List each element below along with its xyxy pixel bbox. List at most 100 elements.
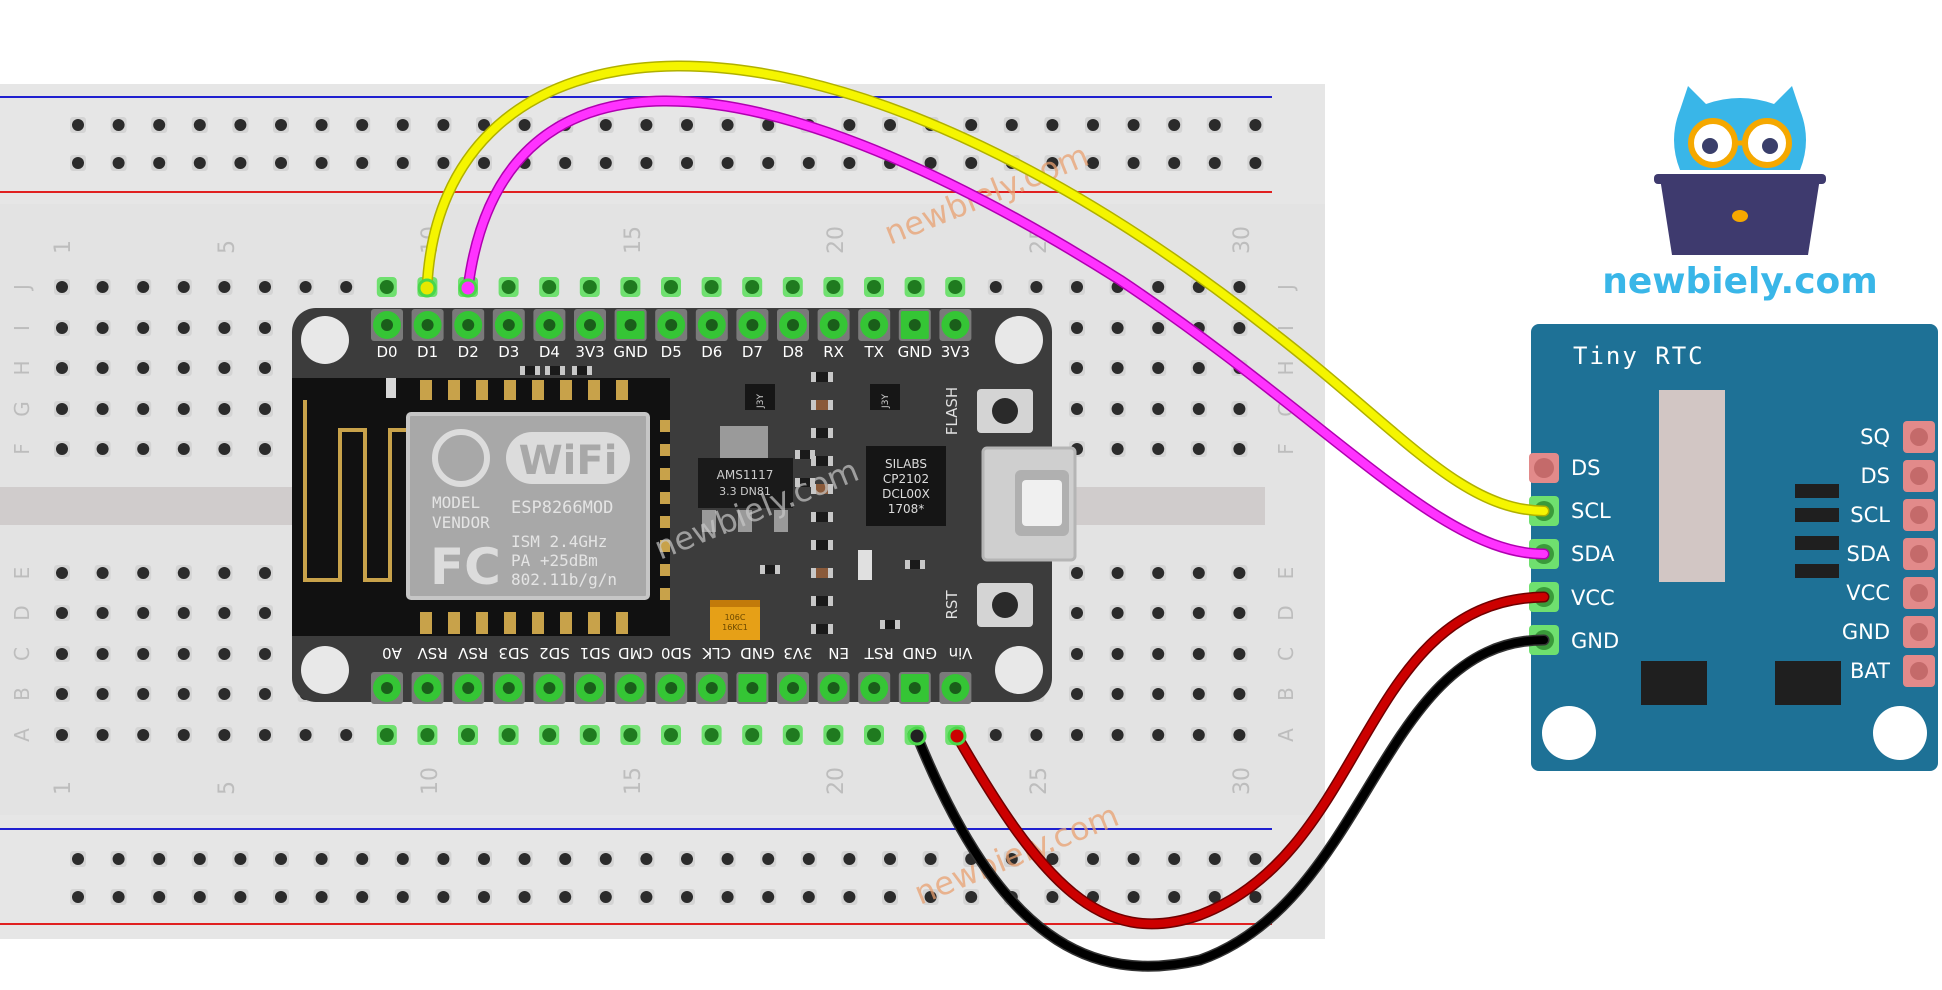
rtc-right-label-GND: GND xyxy=(1842,620,1890,644)
breadboard-hole xyxy=(216,441,233,457)
breadboard-hole xyxy=(1231,727,1248,743)
rtc-chip-2 xyxy=(1775,661,1841,705)
header-pin xyxy=(736,309,769,341)
module-pad xyxy=(588,612,600,634)
rail-hole xyxy=(1003,117,1020,133)
rail-hole xyxy=(191,889,208,905)
rtc-right-label-BAT: BAT xyxy=(1850,659,1890,683)
breadboard-hole xyxy=(54,646,70,662)
breadboard-hole xyxy=(1150,279,1167,295)
rail-hole xyxy=(963,117,980,133)
connected-hole xyxy=(904,277,925,297)
top-pin-label: D1 xyxy=(417,343,438,361)
smd-resistor xyxy=(811,624,833,634)
rail-hole xyxy=(394,155,411,171)
rail-hole xyxy=(638,155,655,171)
rail-hole xyxy=(760,889,777,905)
rail-hole xyxy=(963,889,980,905)
rtc-right-pin xyxy=(1903,616,1935,648)
rail-hole xyxy=(1206,117,1223,133)
header-pin xyxy=(817,309,850,341)
breadboard-hole xyxy=(94,686,111,702)
breadboard-hole xyxy=(135,320,152,336)
breadboard-hole xyxy=(54,565,70,581)
bottom-pin-label: SD0 xyxy=(661,644,692,662)
breadboard-hole xyxy=(135,441,152,457)
rtc-left-label-GND: GND xyxy=(1571,629,1619,653)
capacitor-line-2: 16KC1 xyxy=(722,623,748,632)
rail-hole xyxy=(638,851,655,867)
rail-hole xyxy=(719,117,736,133)
module-pad xyxy=(660,468,670,480)
rtc-left-pin xyxy=(1529,453,1559,483)
regulator-line-1: AMS1117 xyxy=(717,468,774,482)
capacitor-line-1: 106C xyxy=(725,613,746,622)
connected-hole xyxy=(539,725,560,745)
breadboard-hole xyxy=(987,279,1004,295)
regulator-tab xyxy=(720,426,768,458)
mount-hole-bottom-left xyxy=(301,646,349,694)
breadboard-hole xyxy=(175,279,192,295)
rail-hole xyxy=(191,851,208,867)
breadboard-hole xyxy=(257,565,273,581)
breadboard-hole xyxy=(257,360,273,376)
top-pin-label: RX xyxy=(823,343,844,361)
bottom-pin-header xyxy=(371,672,972,704)
breadboard-hole xyxy=(1109,441,1126,457)
header-pin xyxy=(411,672,444,704)
rail-hole xyxy=(800,851,817,867)
col-num-bottom-5: 5 xyxy=(215,781,240,795)
vcc-wire-end xyxy=(947,726,967,746)
breadboard-hole xyxy=(135,401,152,417)
module-pad xyxy=(616,380,628,400)
usb-chip-line-2: CP2102 xyxy=(883,472,929,486)
smd-component xyxy=(572,366,592,375)
bottom-pin-label: SD1 xyxy=(580,644,611,662)
rail-hole xyxy=(273,889,289,905)
row-letter-right-H: H xyxy=(1274,360,1298,375)
rail-hole xyxy=(597,117,614,133)
breadboard-hole xyxy=(1150,686,1167,702)
flash-label: FLASH xyxy=(943,387,961,435)
header-pin xyxy=(817,672,850,704)
breadboard-hole xyxy=(216,401,233,417)
connected-hole xyxy=(945,277,966,297)
breadboard-hole xyxy=(1069,605,1085,621)
connected-hole xyxy=(701,725,722,745)
col-num-bottom-10: 10 xyxy=(418,767,443,795)
top-pin-label: D2 xyxy=(458,343,479,361)
header-pin xyxy=(452,672,485,704)
top-pin-header xyxy=(371,309,972,341)
connected-hole xyxy=(742,725,763,745)
module-pad xyxy=(660,588,670,600)
rail-hole xyxy=(394,851,411,867)
connected-hole xyxy=(782,277,803,297)
smd-resistor xyxy=(811,456,833,466)
module-pad xyxy=(420,380,432,400)
smd-components xyxy=(520,366,925,634)
rail-hole xyxy=(1044,889,1061,905)
breadboard-hole xyxy=(54,279,70,295)
rail-hole xyxy=(354,155,371,171)
breadboard-hole xyxy=(94,279,111,295)
connected-hole xyxy=(620,277,641,297)
connected-hole xyxy=(823,277,844,297)
connected-hole xyxy=(701,277,722,297)
module-pad xyxy=(476,380,488,400)
row-letter-right-B: B xyxy=(1274,687,1298,701)
fc-label: FC xyxy=(430,538,501,596)
rail-hole xyxy=(638,117,655,133)
rail-hole xyxy=(232,117,249,133)
row-letter-left-C: C xyxy=(10,647,34,661)
bottom-pin-label: SD2 xyxy=(539,644,570,662)
rail-hole xyxy=(638,889,655,905)
breadboard-hole xyxy=(1150,320,1167,336)
col-num-top-1: 1 xyxy=(51,240,76,254)
rail-hole xyxy=(557,851,574,867)
rail-hole xyxy=(394,889,411,905)
row-letter-left-G: G xyxy=(10,401,34,417)
breadboard-hole xyxy=(94,565,111,581)
connected-hole xyxy=(864,725,884,745)
rail-hole xyxy=(1247,851,1264,867)
